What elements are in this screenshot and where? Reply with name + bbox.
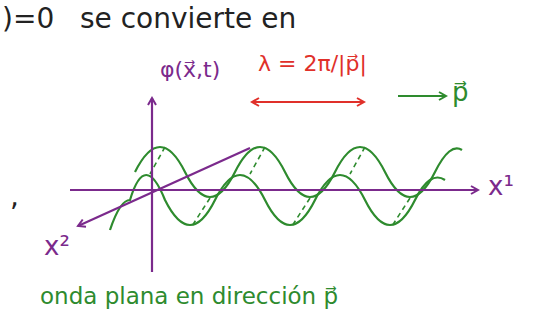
wavelength-label: λ = 2π/|p⃗| xyxy=(258,52,367,76)
wave-front xyxy=(110,175,445,230)
caption-note: onda plana en dirección p⃗ xyxy=(40,284,338,309)
field-label: φ(x⃗,t) xyxy=(160,58,220,82)
punctuation: , xyxy=(10,182,19,213)
axis-label: x¹ xyxy=(488,172,514,201)
equation-fragment: )=0 xyxy=(2,4,54,35)
axis-x2 xyxy=(78,148,250,226)
axis-x1 xyxy=(70,189,478,191)
axis-phi xyxy=(151,98,153,272)
wavefront-dashes xyxy=(150,147,410,226)
note-text: se convierte en xyxy=(80,4,296,35)
wavelength-arrow xyxy=(252,101,364,103)
axis-label: x² xyxy=(44,232,70,261)
momentum-arrow xyxy=(398,95,446,97)
momentum-label: p⃗ xyxy=(452,78,469,107)
